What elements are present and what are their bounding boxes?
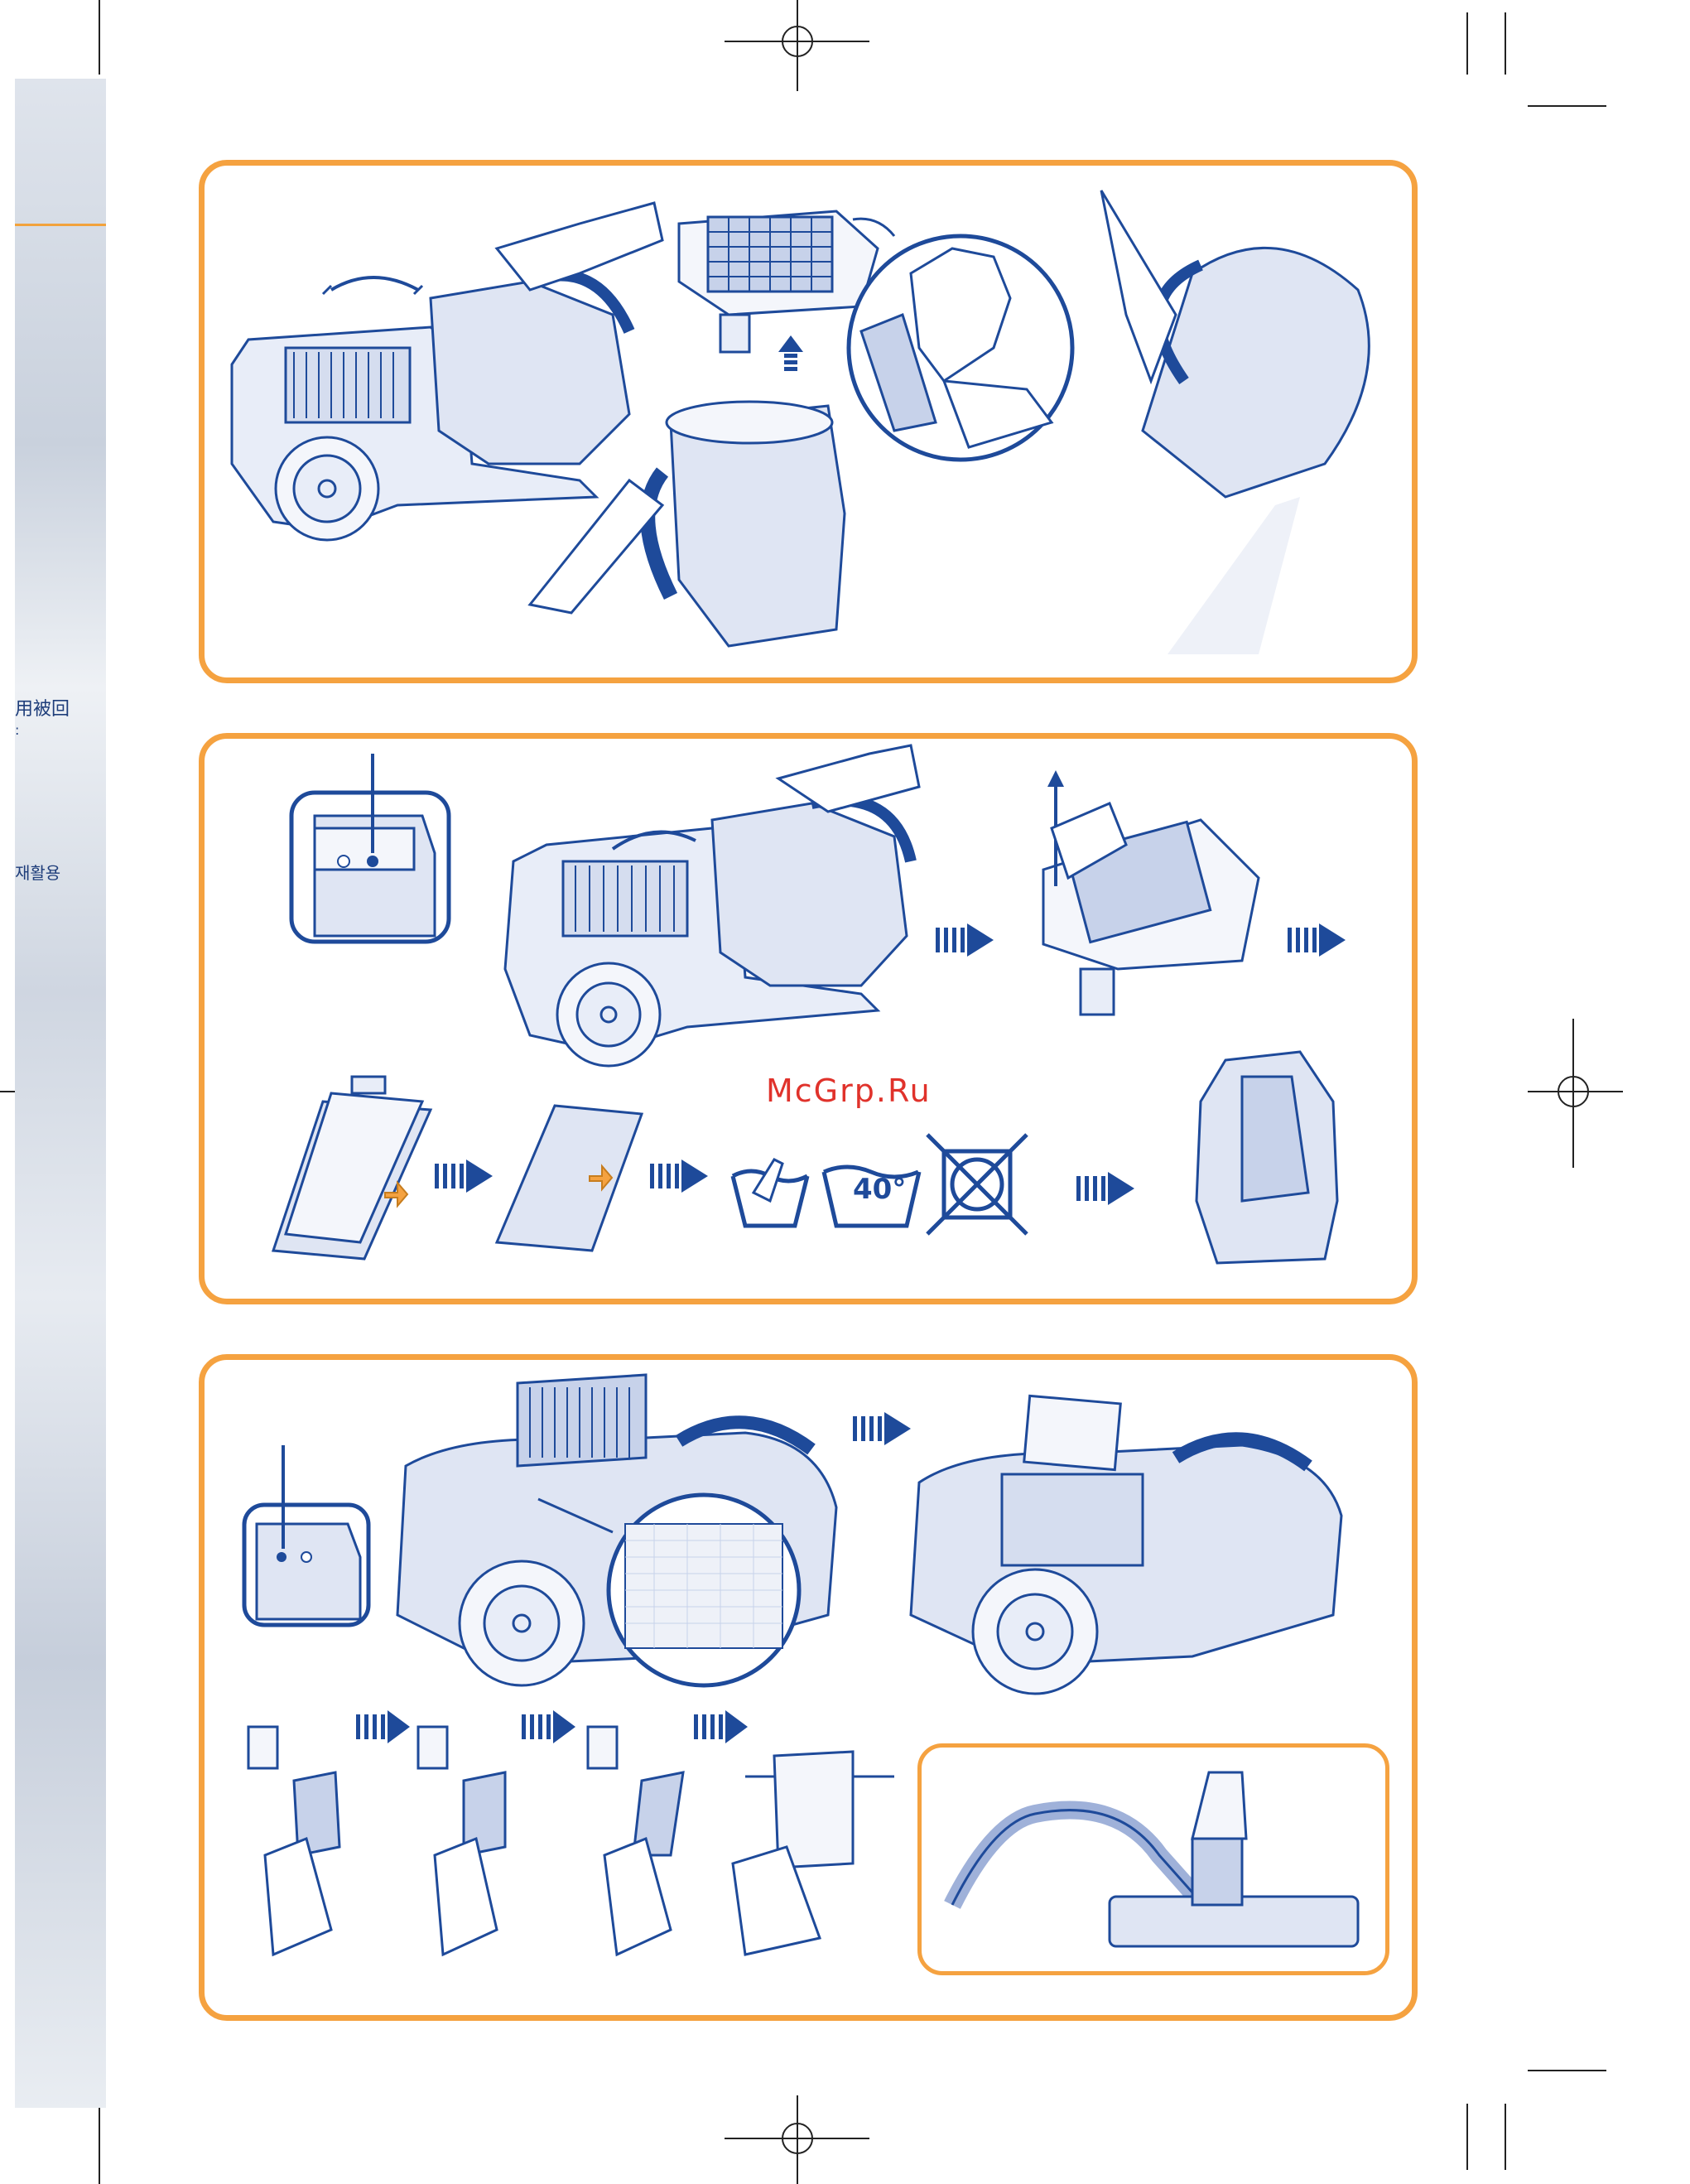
hose-nozzle-illustration <box>0 0 1690 2184</box>
